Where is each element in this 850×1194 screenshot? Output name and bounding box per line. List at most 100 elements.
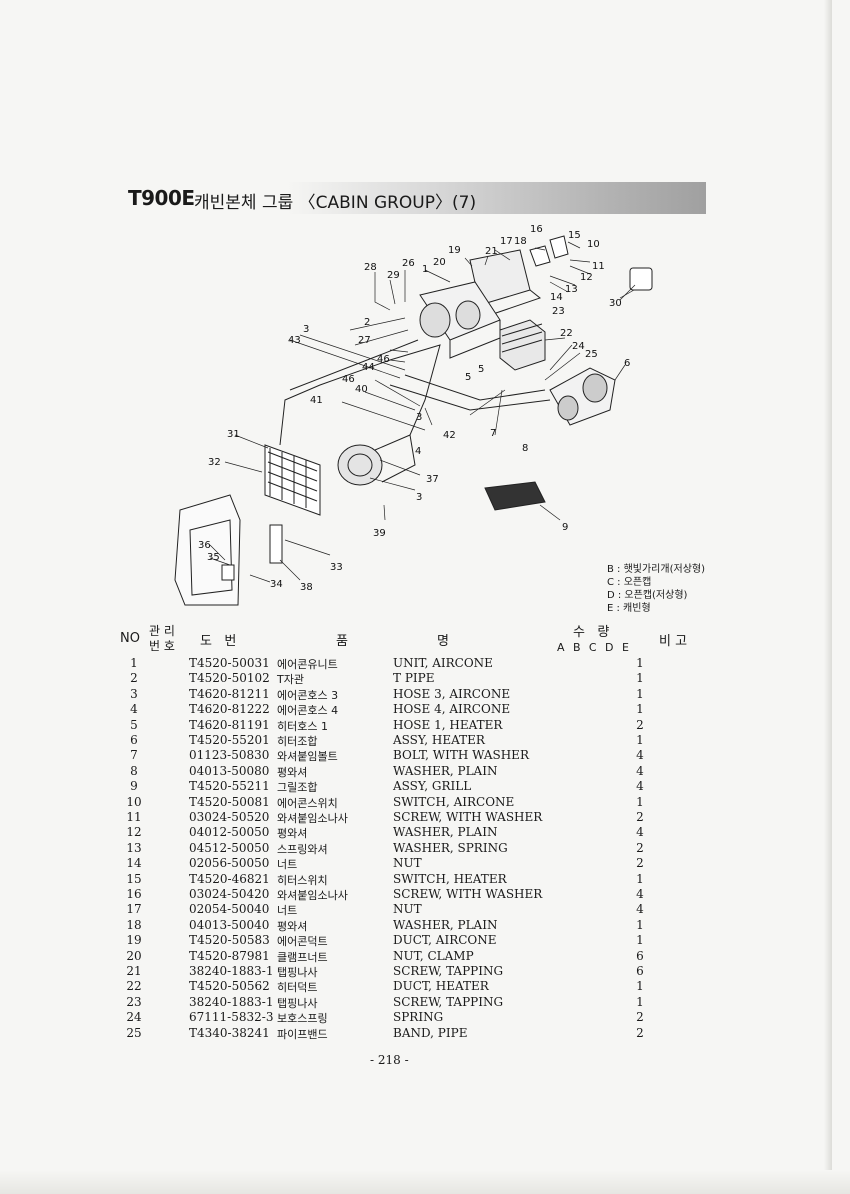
model-name: T900E <box>128 186 195 210</box>
row-no: 24 <box>126 1010 142 1025</box>
callout: 46 <box>342 374 355 385</box>
part-name-english: HOSE 1, HEATER <box>393 717 503 732</box>
row-no: 9 <box>130 779 138 794</box>
quantity: 2 <box>636 856 644 871</box>
part-name-korean: 평와셔 <box>277 827 308 841</box>
callout: 2 <box>364 317 370 328</box>
callout: 39 <box>373 528 386 539</box>
part-name-korean: 너트 <box>277 904 298 918</box>
part-name-english: BAND, PIPE <box>393 1025 468 1040</box>
drawing-number: T4520-55211 <box>189 779 270 794</box>
part-name-english: SCREW, WITH WASHER <box>393 887 543 901</box>
quantity: 2 <box>636 1025 644 1040</box>
callout: 22 <box>560 328 573 339</box>
quantity: 1 <box>636 733 644 747</box>
quantity: 1 <box>636 871 644 886</box>
drawing-number: 04013-50080 <box>189 763 270 778</box>
header-part-name-1: 품 <box>336 634 348 649</box>
drawing-number: 02056-50050 <box>189 856 270 871</box>
part-name-english: NUT <box>393 902 422 917</box>
part-name-english: WASHER, PLAIN <box>393 917 498 932</box>
page-number: - 218 - <box>370 1053 409 1067</box>
callout: 13 <box>565 284 578 295</box>
part-name-english: NUT <box>393 856 422 871</box>
part-name-english: ASSY, HEATER <box>393 733 485 747</box>
header-gradient-band <box>286 182 706 214</box>
part-name-english: WASHER, PLAIN <box>393 763 498 778</box>
row-no: 12 <box>126 825 142 840</box>
part-name-english: WASHER, SPRING <box>393 840 508 855</box>
quantity: 1 <box>636 994 644 1009</box>
part-name-korean: 에어콘유니트 <box>277 658 338 671</box>
drawing-number: 38240-1883-1 <box>189 994 274 1009</box>
legend-item: C : 오픈캡 <box>607 577 652 588</box>
callout: 17 <box>500 236 513 247</box>
callout: 36 <box>198 540 211 551</box>
callout: 43 <box>288 335 301 346</box>
part-name-korean: 탭핑나사 <box>277 966 318 979</box>
drawing-number: T4520-50583 <box>189 933 270 948</box>
quantity: 4 <box>636 763 644 778</box>
row-no: 15 <box>126 871 142 886</box>
part-name-korean: 에어콘덕트 <box>277 935 328 949</box>
callout: 4 <box>415 446 421 457</box>
callout: 19 <box>448 245 461 256</box>
page-edge-shadow <box>824 0 832 1194</box>
row-no: 17 <box>126 902 142 917</box>
part-name-korean: 히터호스 1 <box>277 719 328 733</box>
legend: B : 햇빛가리개(저상형) C : 오픈캡 D : 오픈캡(저상형) E : … <box>607 563 705 615</box>
part-name-english: WASHER, PLAIN <box>393 825 498 840</box>
quantity: 6 <box>636 948 644 963</box>
row-no: 23 <box>126 994 142 1009</box>
leader-lines <box>209 241 636 583</box>
row-no: 18 <box>126 917 142 932</box>
row-no: 2 <box>130 671 138 686</box>
row-no: 22 <box>126 979 142 994</box>
callout: 6 <box>624 358 630 369</box>
legend-item: D : 오픈캡(저상형) <box>607 590 688 601</box>
callout: 35 <box>207 552 220 563</box>
heater-assy <box>549 367 616 426</box>
row-no: 20 <box>126 948 142 963</box>
callout: 5 <box>478 364 484 375</box>
drawing-number: 01123-50830 <box>189 748 270 763</box>
row-no: 10 <box>126 794 142 809</box>
aircon-unit <box>419 281 501 359</box>
callout: 41 <box>310 395 323 406</box>
callout: 14 <box>550 292 563 303</box>
exploded-parts-diagram: 1 2 3 3 3 4 5 5 6 7 8 9 10 11 12 13 14 1… <box>174 224 653 606</box>
part-name-english: SWITCH, AIRCONE <box>393 794 515 809</box>
part-name-korean: 너트 <box>277 858 298 872</box>
part-name-korean: 에어콘스위치 <box>277 796 338 810</box>
callout: 3 <box>416 492 422 503</box>
callout: 10 <box>587 239 600 250</box>
callout: 20 <box>433 257 446 268</box>
part-name-korean: T자관 <box>277 673 304 687</box>
header-qty-letters: ABCDE <box>557 641 638 654</box>
callout: 23 <box>552 306 565 317</box>
quantity: 1 <box>636 933 644 948</box>
part-name-korean: 와셔붙임소나사 <box>277 812 348 825</box>
part-name-korean: 스프링와셔 <box>277 842 328 856</box>
legend-item: B : 햇빛가리개(저상형) <box>607 564 705 575</box>
legend-item: E : 캐빈형 <box>607 603 651 614</box>
part-name-korean: 히터스위치 <box>277 873 328 887</box>
part-name-english: SWITCH, HEATER <box>393 871 507 886</box>
callout: 15 <box>568 230 581 241</box>
drawing-number: 04512-50050 <box>189 840 270 855</box>
callout: 18 <box>514 236 527 247</box>
part-name-korean: 파이프밴드 <box>277 1027 328 1041</box>
